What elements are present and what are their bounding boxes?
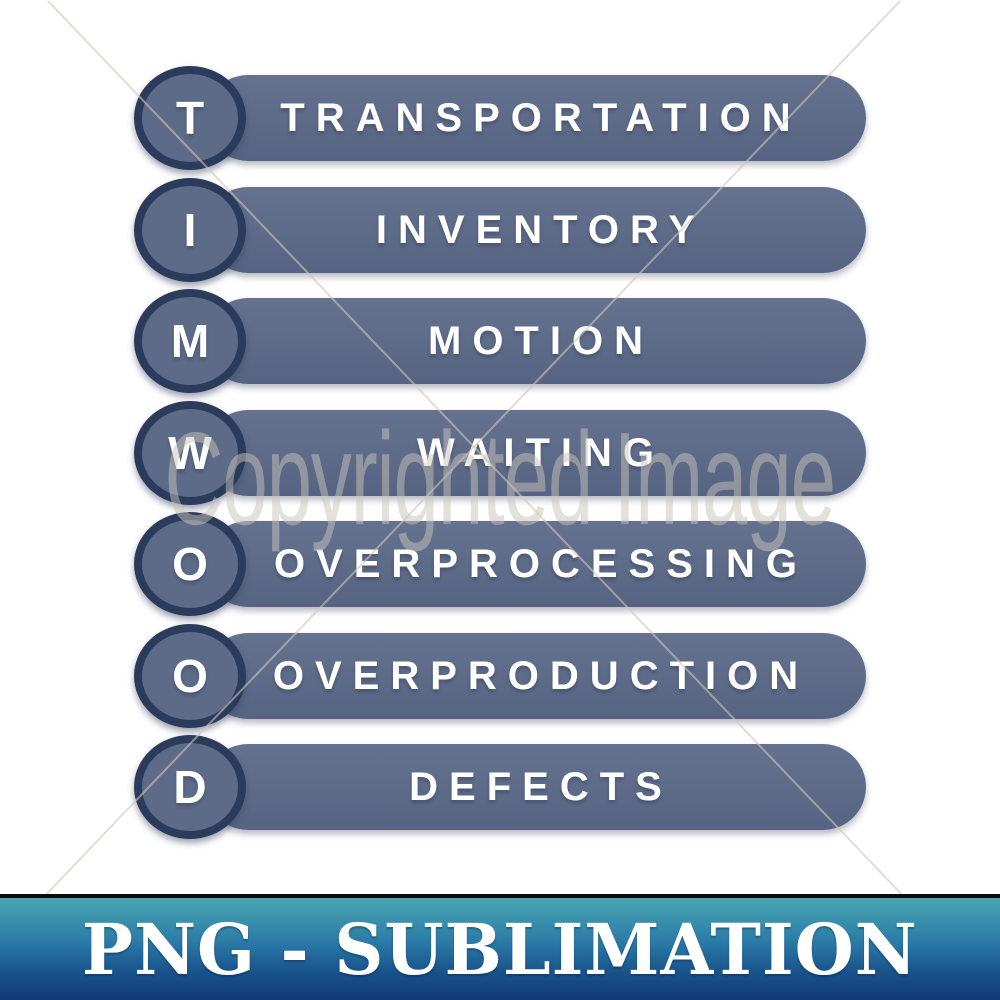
label-pill: MOTION: [205, 298, 866, 384]
letter-badge: I: [134, 178, 246, 282]
label-pill: WAITING: [205, 410, 866, 496]
waste-row-transportation: TRANSPORTATION T: [0, 66, 1000, 170]
waste-row-inventory: INVENTORY I: [0, 178, 1000, 282]
letter-badge: D: [134, 735, 246, 839]
waste-label: MOTION: [428, 318, 654, 363]
badge-letter: M: [170, 315, 210, 367]
label-pill: INVENTORY: [205, 187, 866, 273]
waste-label: INVENTORY: [375, 207, 707, 252]
letter-badge: T: [134, 66, 246, 170]
letter-badge: O: [134, 624, 246, 728]
waste-row-motion: MOTION M: [0, 289, 1000, 393]
badge-letter: I: [183, 204, 197, 256]
sublimation-banner: PNG - SUBLIMATION: [0, 894, 1000, 1000]
badge-letter: O: [172, 650, 208, 702]
waste-label: WAITING: [416, 430, 666, 475]
letter-badge: O: [134, 512, 246, 616]
waste-row-overprocessing: OVERPROCESSING O: [0, 512, 1000, 616]
badge-letter: D: [173, 761, 207, 813]
waste-row-defects: DEFECTS D: [0, 735, 1000, 839]
waste-label: OVERPRODUCTION: [272, 653, 810, 698]
label-pill: DEFECTS: [205, 744, 866, 830]
banner-title: PNG - SUBLIMATION: [82, 907, 918, 991]
label-pill: OVERPRODUCTION: [205, 633, 866, 719]
waste-label: TRANSPORTATION: [280, 95, 802, 140]
waste-row-waiting: WAITING W: [0, 401, 1000, 505]
badge-letter: W: [168, 427, 212, 479]
waste-label: OVERPROCESSING: [273, 541, 809, 586]
waste-row-overproduction: OVERPRODUCTION O: [0, 624, 1000, 728]
letter-badge: W: [134, 401, 246, 505]
waste-label: DEFECTS: [409, 764, 673, 809]
label-pill: TRANSPORTATION: [205, 75, 866, 161]
badge-letter: T: [175, 92, 205, 144]
badge-letter: O: [172, 538, 208, 590]
label-pill: OVERPROCESSING: [205, 521, 866, 607]
letter-badge: M: [134, 289, 246, 393]
